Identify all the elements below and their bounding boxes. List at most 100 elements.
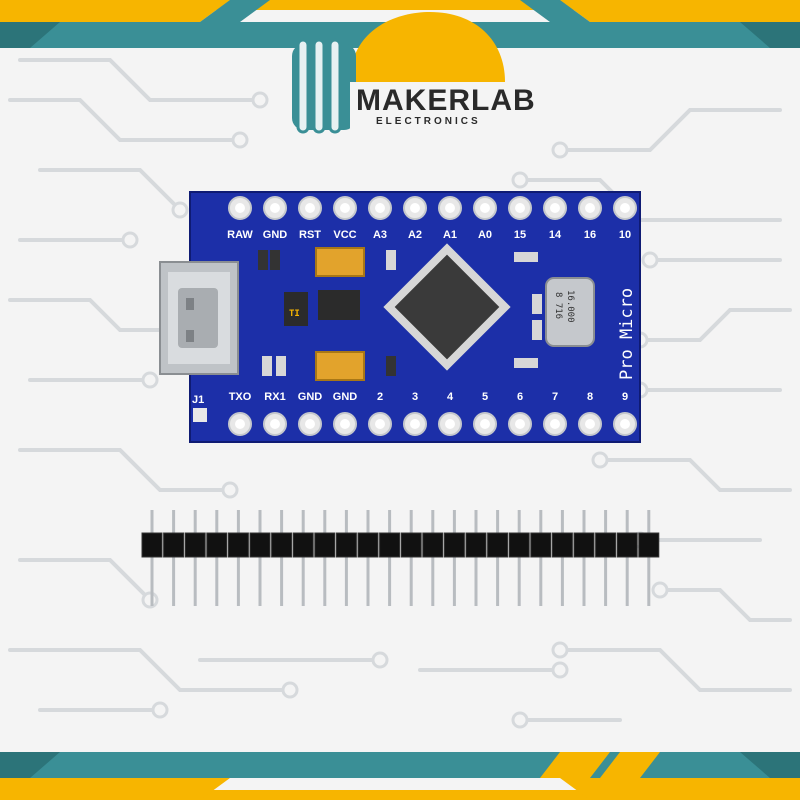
capacitor <box>315 351 365 381</box>
pin-hole <box>410 419 420 429</box>
header-pin <box>431 510 435 606</box>
smd-resistor <box>276 356 286 376</box>
smd-resistor <box>262 356 272 376</box>
smd-resistor <box>386 250 396 270</box>
square-pad <box>193 408 207 422</box>
header-pin <box>301 510 305 606</box>
pin-label: 5 <box>482 391 488 403</box>
header-pin <box>236 510 240 606</box>
svg-text:8 716: 8 716 <box>553 292 563 319</box>
pin-header-strip <box>141 510 660 606</box>
pin-hole <box>410 203 420 213</box>
pin-label: A2 <box>408 229 422 241</box>
smd-resistor <box>270 250 280 270</box>
header-pin <box>258 510 262 606</box>
header-pin <box>215 510 219 606</box>
pin-hole <box>585 419 595 429</box>
pin-label: VCC <box>333 229 356 241</box>
pin-label: 10 <box>619 229 631 241</box>
header-plastic-block <box>508 532 530 558</box>
header-plastic-block <box>616 532 638 558</box>
header-plastic-block <box>141 532 163 558</box>
header-pin <box>366 510 370 606</box>
header-plastic-block <box>227 532 249 558</box>
header-pin <box>388 510 392 606</box>
header-plastic-block <box>249 532 271 558</box>
header-plastic-block <box>271 532 293 558</box>
smd-resistor <box>514 358 538 368</box>
pin-label: RST <box>299 229 321 241</box>
pin-label: RAW <box>227 229 253 241</box>
header-pin <box>496 510 500 606</box>
pin-hole <box>585 203 595 213</box>
pin-label: TXO <box>229 391 252 403</box>
header-pin <box>474 510 478 606</box>
header-plastic-block <box>443 532 465 558</box>
pin-label: A0 <box>478 229 492 241</box>
pin-hole <box>340 203 350 213</box>
pin-label: 15 <box>514 229 526 241</box>
header-plastic-block <box>573 532 595 558</box>
header-pin <box>172 510 176 606</box>
header-pin <box>280 510 284 606</box>
header-plastic-block <box>314 532 336 558</box>
header-plastic-block <box>335 532 357 558</box>
capacitor <box>315 247 365 277</box>
header-plastic-block <box>400 532 422 558</box>
pin-label: 16 <box>584 229 596 241</box>
microcontroller-chip <box>383 243 511 371</box>
pin-hole <box>480 203 490 213</box>
header-pin <box>344 510 348 606</box>
header-pin <box>647 510 651 606</box>
header-plastic-block <box>638 532 660 558</box>
header-pin <box>452 510 456 606</box>
board-product-label: Pro Micro <box>617 288 637 380</box>
header-pin <box>323 510 327 606</box>
pin-hole <box>270 203 280 213</box>
pin-hole <box>445 419 455 429</box>
makerlab-logo <box>292 12 505 134</box>
smd-resistor <box>258 250 268 270</box>
bottom-pin-pads <box>228 412 637 436</box>
pin-hole <box>375 419 385 429</box>
header-plastic-block <box>487 532 509 558</box>
svg-text:16.000: 16.000 <box>565 290 575 323</box>
header-pin <box>582 510 586 606</box>
pin-hole <box>550 419 560 429</box>
brand-subtitle: ELECTRONICS <box>376 116 481 127</box>
header-plastic-block <box>163 532 185 558</box>
header-plastic-block <box>422 532 444 558</box>
smd-resistor <box>532 320 542 340</box>
pin-hole <box>235 419 245 429</box>
brand-name: MAKERLAB <box>356 84 536 117</box>
header-plastic-block <box>206 532 228 558</box>
ic-chip <box>318 290 360 320</box>
header-pin <box>625 510 629 606</box>
pin-label: 3 <box>412 391 418 403</box>
pin-hole <box>480 419 490 429</box>
pin-label: 6 <box>517 391 523 403</box>
pin-label: GND <box>263 229 288 241</box>
pin-hole <box>550 203 560 213</box>
pin-label: A3 <box>373 229 387 241</box>
circuit-trace-background <box>8 58 792 722</box>
pro-micro-board: 16.000 8 716 TI Pro Micro J1 <box>159 191 641 443</box>
top-pin-pads <box>228 196 637 220</box>
lightbulb-icon <box>350 12 505 82</box>
voltage-regulator <box>284 292 308 326</box>
header-pin <box>560 510 564 606</box>
pin-hole <box>445 203 455 213</box>
header-plastic-block <box>357 532 379 558</box>
pin-hole <box>515 419 525 429</box>
trace-node-dots <box>121 91 669 729</box>
crystal-oscillator: 16.000 8 716 <box>545 277 595 347</box>
pin-label: 7 <box>552 391 558 403</box>
header-plastic-block <box>184 532 206 558</box>
header-plastic-block <box>465 532 487 558</box>
header-plastic-block <box>530 532 552 558</box>
smd-resistor <box>386 356 396 376</box>
pin-label: RX1 <box>264 391 285 403</box>
pin-hole <box>305 203 315 213</box>
